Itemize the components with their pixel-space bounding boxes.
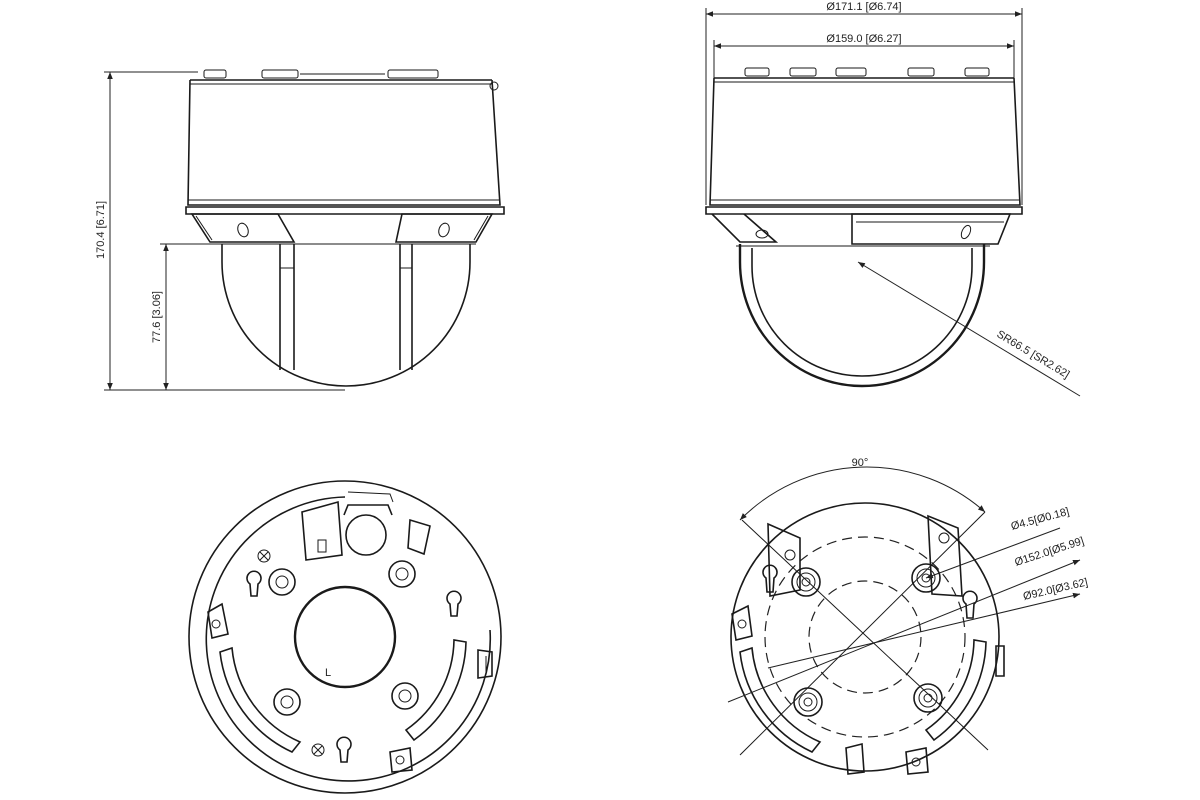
dim-sphere-radius: SR66.5 [SR2.62] [857,261,1081,397]
screw-icon [311,743,325,757]
screw-boss [791,567,821,597]
dim-bolt-circle-small: Ø92.0[Ø3.62] [1022,576,1089,603]
screw-boss [913,683,943,713]
dim-dia-outer: Ø171.1 [Ø6.74] [705,1,1023,205]
hole-dia-label: Ø4.5[Ø0.18] [1010,506,1071,533]
bolt-circle-large-label: Ø152.0[Ø5.99] [1013,535,1085,569]
bolt-circle-small-label: Ø92.0[Ø3.62] [1022,576,1089,603]
angle-label: 90° [852,457,869,469]
dim-height-total: 170.4 [6.71] [95,71,345,391]
dim-hole-dia: Ø4.5[Ø0.18] [1010,506,1071,533]
mount-pattern-view: 90° [727,457,1081,775]
center-mark-label: L [325,667,331,679]
dia-inner-label: Ø159.0 [Ø6.27] [826,33,901,45]
dia-outer-label: Ø171.1 [Ø6.74] [826,1,901,13]
side-view [705,67,1023,388]
screw-boss [273,688,301,716]
dim-height-dome: 77.6 [3.06] [151,243,222,390]
dim-bolt-circle-large: Ø152.0[Ø5.99] [1013,535,1085,569]
height-total-label: 170.4 [6.71] [95,201,107,259]
front-view [185,69,505,387]
base-view: L [188,480,502,794]
screw-boss [391,682,419,710]
screw-boss [388,560,416,588]
sphere-radius-label: SR66.5 [SR2.62] [994,328,1071,381]
height-dome-label: 77.6 [3.06] [151,291,163,343]
screw-boss [793,687,823,717]
screw-icon [257,549,271,563]
screw-boss [268,568,296,596]
dim-dia-inner: Ø159.0 [Ø6.27] [713,33,1015,78]
